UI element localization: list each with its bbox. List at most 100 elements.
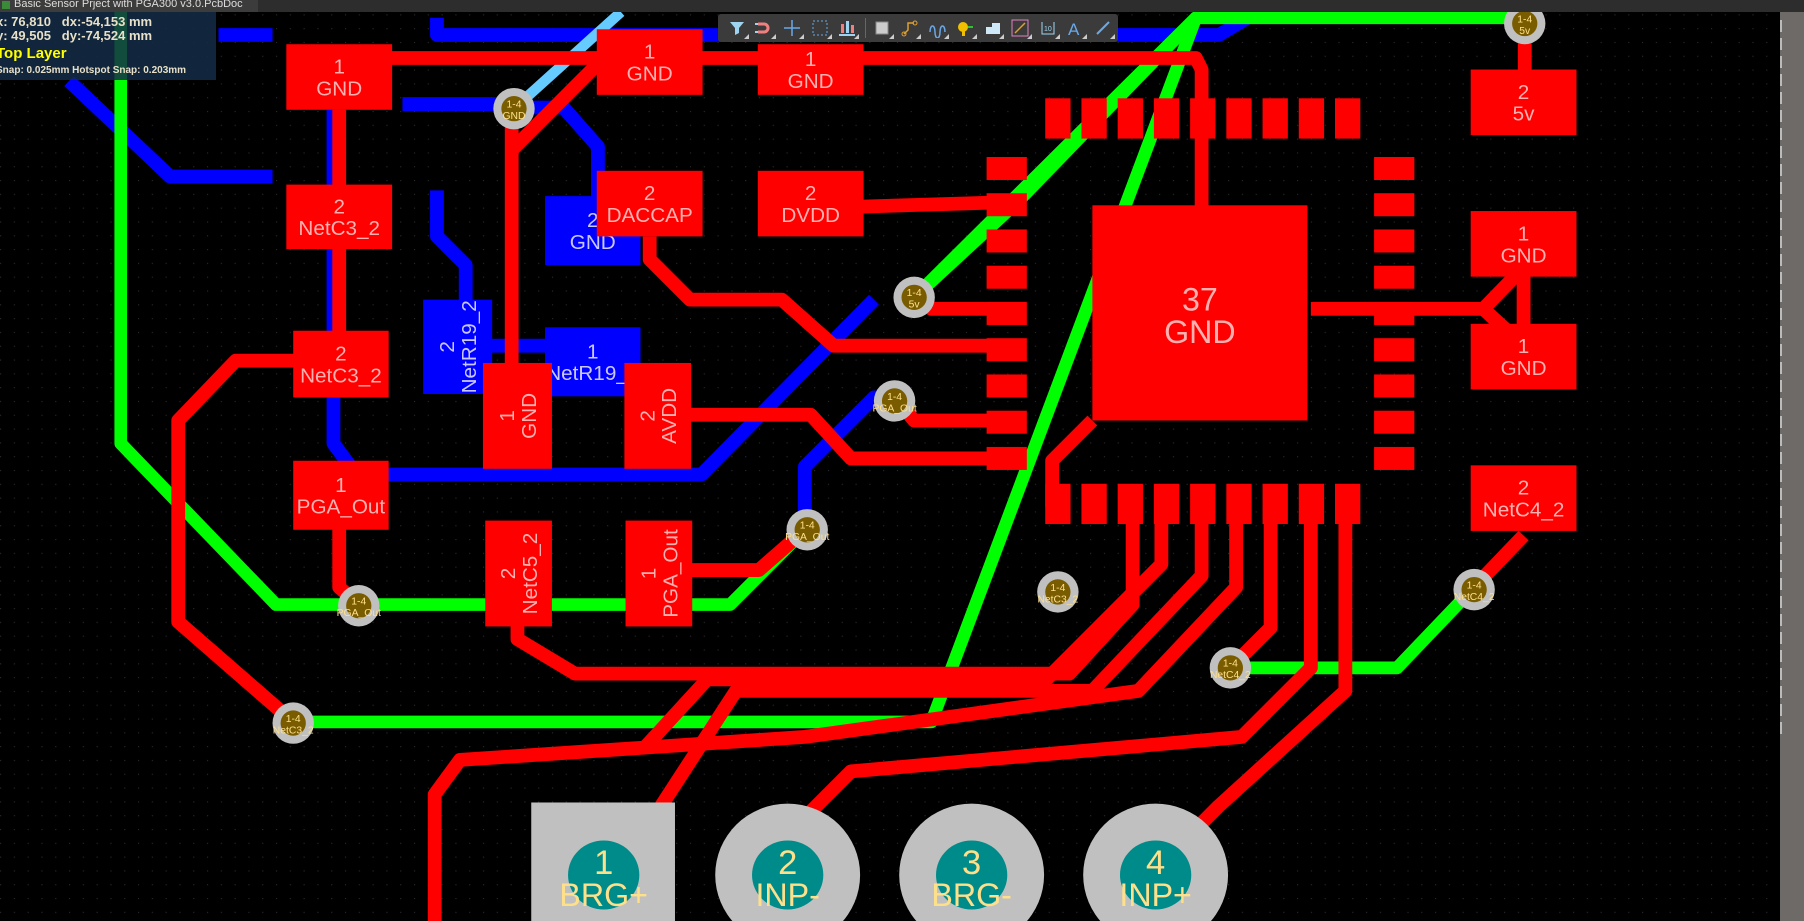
ic-pin[interactable] [986, 301, 1027, 325]
ic-pin[interactable] [1117, 98, 1143, 139]
mid-trace[interactable] [1230, 585, 1477, 675]
toolbar-place-string-button[interactable]: A [1063, 16, 1089, 40]
ic-pin[interactable] [986, 265, 1027, 289]
toolbar-place-component-button[interactable] [869, 16, 895, 40]
toolbar-place-via-button[interactable] [952, 16, 978, 40]
via-5v[interactable]: 1-45v [893, 276, 935, 319]
ic-pin[interactable] [1298, 483, 1325, 525]
top-trace[interactable] [1190, 506, 1353, 834]
ic-pin[interactable] [1374, 156, 1415, 180]
toolbar-align-button[interactable] [835, 16, 861, 40]
toolbar-interactive-routing-button[interactable] [897, 16, 923, 40]
ic-pin[interactable] [1262, 483, 1288, 525]
ic-pin[interactable] [1190, 483, 1216, 525]
ic-pin[interactable] [1117, 483, 1143, 525]
ic-pin[interactable] [1262, 98, 1288, 139]
ic-pin[interactable] [1374, 374, 1415, 398]
ic-pin[interactable] [1374, 446, 1415, 470]
ic-pin[interactable] [1335, 483, 1361, 525]
toolbar-place-origin-button[interactable] [779, 16, 805, 40]
toolbar-filter-button[interactable] [724, 16, 750, 40]
ic-pin[interactable] [1374, 265, 1415, 289]
ic-pin[interactable] [1298, 98, 1325, 139]
top-trace[interactable] [642, 236, 989, 353]
mid-trace[interactable] [293, 12, 1525, 729]
ic-pin[interactable] [1226, 98, 1252, 139]
document-tab[interactable]: Basic Sensor Prject with PGA300 v3.0.Pcb… [0, 0, 258, 12]
top-trace[interactable] [171, 353, 340, 728]
vertical-scrollbar[interactable] [1780, 12, 1804, 921]
ic-pin[interactable] [1081, 98, 1107, 139]
toolbar-place-line-button[interactable] [1007, 16, 1033, 40]
pad-5v[interactable]: 25v [1470, 69, 1577, 136]
ic-pin[interactable] [1374, 301, 1415, 325]
top-trace[interactable] [638, 506, 1169, 754]
ic-pin[interactable] [1374, 410, 1415, 434]
ic-pin[interactable] [1081, 483, 1107, 525]
ic-pin[interactable] [1374, 193, 1415, 217]
top-trace[interactable] [666, 407, 1018, 466]
ic-pin[interactable] [1374, 229, 1415, 253]
toolbar-interactive-length-tuning-button[interactable] [924, 16, 950, 40]
ic-pin[interactable] [986, 338, 1027, 362]
ic-pin[interactable] [1045, 98, 1071, 139]
toolbar-place-dimension-button[interactable]: 10 [1035, 16, 1061, 40]
via-5v[interactable]: 1-45v [1504, 12, 1546, 45]
toolbar-place-line-2-button[interactable] [1090, 16, 1116, 40]
ic-pin[interactable] [986, 410, 1027, 434]
ic-pin[interactable] [986, 446, 1027, 470]
ic-pin[interactable] [986, 156, 1027, 180]
top-trace[interactable] [689, 524, 810, 577]
ic-pin[interactable] [986, 374, 1027, 398]
ic-pin[interactable] [1374, 338, 1415, 362]
bottom-trace[interactable] [402, 97, 605, 248]
svg-text:10: 10 [1044, 26, 1052, 33]
ic-pin[interactable] [1045, 483, 1071, 525]
ic-pin[interactable] [1153, 98, 1180, 139]
top-trace[interactable] [506, 58, 603, 155]
top-trace[interactable] [427, 506, 1244, 921]
dropdown-indicator [771, 34, 777, 39]
toolbar-select-area-button[interactable] [807, 16, 833, 40]
ic-pin[interactable] [1226, 483, 1252, 525]
ic-pin[interactable] [1335, 98, 1361, 139]
bottom-trace[interactable] [64, 76, 273, 184]
ic-pin[interactable] [986, 229, 1027, 253]
toolbar-place-polygon-button[interactable] [980, 16, 1006, 40]
ic-pin[interactable] [1190, 98, 1216, 139]
ic-pin[interactable] [1153, 483, 1180, 525]
ic-pin[interactable] [986, 193, 1027, 217]
toolbar-interactive-routing-options-button[interactable] [752, 16, 778, 40]
top-trace[interactable] [788, 506, 1318, 834]
